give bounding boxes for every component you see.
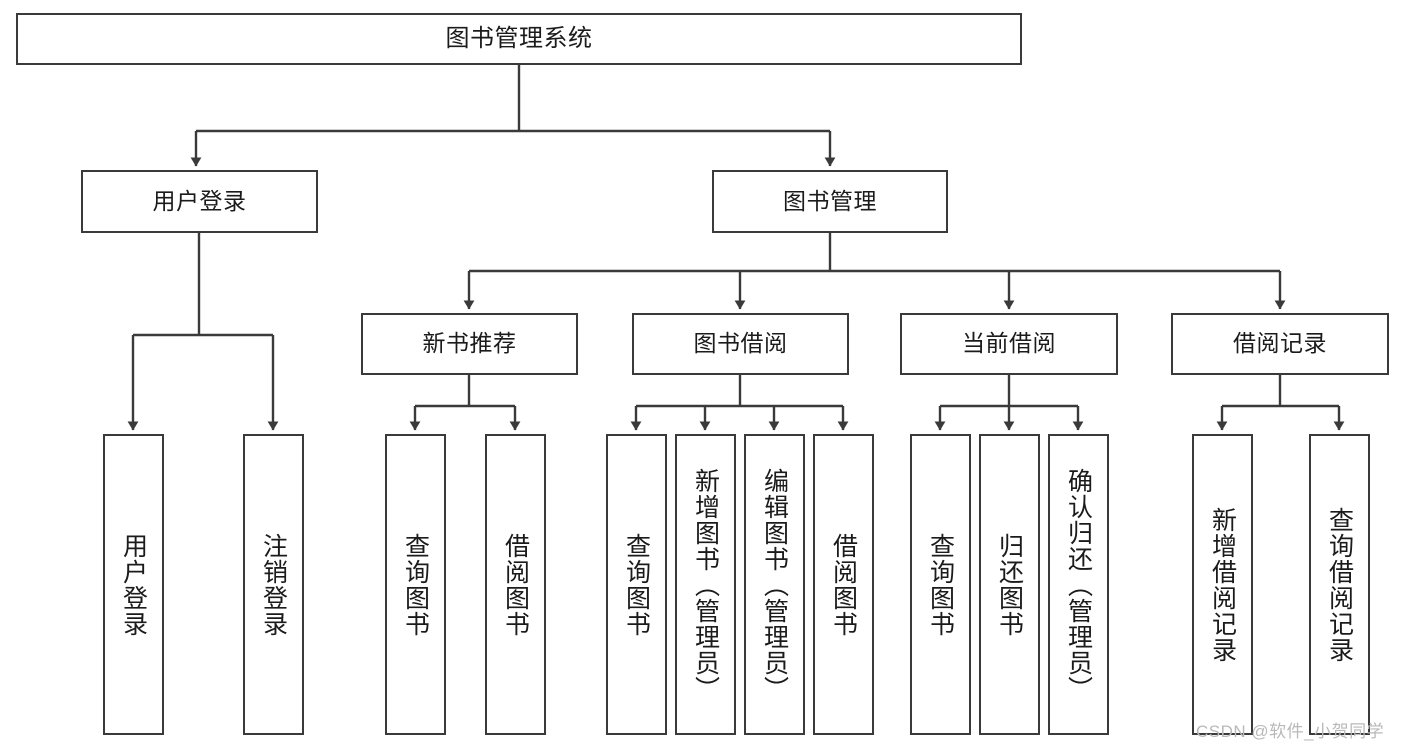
leaf-query-book-current-label: 查询图书: [926, 532, 955, 637]
node-book-borrow[interactable]: 图书借阅: [632, 313, 849, 375]
leaf-confirm-return-admin[interactable]: 确认归还（管理员）: [1048, 434, 1109, 735]
node-root-label: 图书管理系统: [445, 24, 593, 52]
leaf-query-book-newbook[interactable]: 查询图书: [385, 434, 446, 735]
leaf-borrow-book[interactable]: 借阅图书: [813, 434, 874, 735]
leaf-borrow-book-newbook[interactable]: 借阅图书: [485, 434, 546, 735]
leaf-add-borrow-record-label: 新增借阅记录: [1208, 506, 1237, 663]
leaf-query-book-newbook-label: 查询图书: [401, 532, 430, 637]
node-borrow-records[interactable]: 借阅记录: [1171, 313, 1389, 375]
leaf-add-book-admin[interactable]: 新增图书（管理员）: [675, 434, 736, 735]
leaf-query-book-borrow-label: 查询图书: [622, 532, 651, 637]
leaf-query-book-current[interactable]: 查询图书: [910, 434, 971, 735]
node-new-book-recommend[interactable]: 新书推荐: [361, 313, 578, 375]
leaf-borrow-book-label: 借阅图书: [829, 532, 858, 637]
node-user-login[interactable]: 用户登录: [81, 170, 318, 233]
leaf-logout-label: 注销登录: [259, 532, 288, 637]
leaf-logout[interactable]: 注销登录: [243, 434, 304, 735]
watermark: CSDN @软件_小贺同学: [1196, 722, 1385, 741]
leaf-edit-book-admin-label: 编辑图书（管理员）: [760, 467, 789, 702]
leaf-edit-book-admin[interactable]: 编辑图书（管理员）: [744, 434, 805, 735]
leaf-query-book-borrow[interactable]: 查询图书: [606, 434, 667, 735]
node-new-book-recommend-label: 新书推荐: [422, 330, 517, 357]
node-current-borrow-label: 当前借阅: [962, 330, 1056, 357]
node-book-management-label: 图书管理: [783, 187, 877, 214]
leaf-return-book[interactable]: 归还图书: [979, 434, 1040, 735]
node-borrow-records-label: 借阅记录: [1233, 330, 1327, 357]
node-current-borrow[interactable]: 当前借阅: [900, 313, 1118, 375]
leaf-add-borrow-record[interactable]: 新增借阅记录: [1192, 434, 1253, 735]
node-book-borrow-label: 图书借阅: [693, 330, 788, 357]
leaf-return-book-label: 归还图书: [995, 532, 1024, 637]
leaf-add-book-admin-label: 新增图书（管理员）: [691, 467, 720, 702]
leaf-query-borrow-record[interactable]: 查询借阅记录: [1309, 434, 1370, 735]
node-book-management[interactable]: 图书管理: [712, 170, 948, 233]
leaf-confirm-return-admin-label: 确认归还（管理员）: [1064, 467, 1093, 702]
node-user-login-label: 用户登录: [152, 187, 247, 214]
leaf-borrow-book-newbook-label: 借阅图书: [501, 532, 530, 637]
leaf-query-borrow-record-label: 查询借阅记录: [1325, 506, 1354, 663]
node-root[interactable]: 图书管理系统: [16, 13, 1022, 65]
leaf-user-login-label: 用户登录: [119, 532, 148, 637]
leaf-user-login[interactable]: 用户登录: [103, 434, 164, 735]
